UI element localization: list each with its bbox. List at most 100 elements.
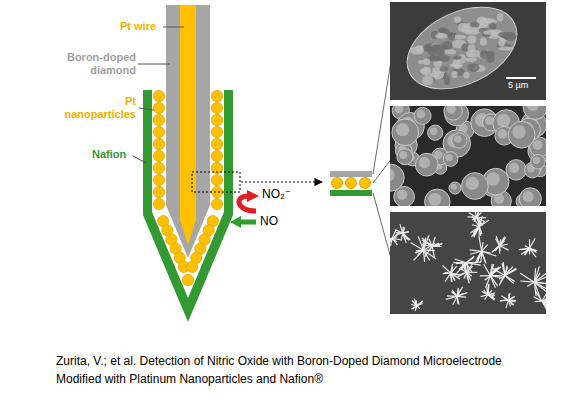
sem-spike bbox=[475, 251, 481, 263]
sem-rosette-core bbox=[512, 125, 525, 138]
sem-rosette-core bbox=[430, 127, 438, 135]
sem-rosette-core bbox=[428, 193, 441, 206]
sem-rosette-core bbox=[396, 123, 409, 136]
sem-facet bbox=[423, 58, 430, 65]
sem-spike bbox=[445, 273, 451, 281]
sem-rosette-core bbox=[527, 106, 539, 111]
sem-spike bbox=[445, 272, 451, 274]
sem-facet bbox=[480, 37, 487, 45]
sem-facet bbox=[421, 67, 431, 76]
pt-nanoparticle bbox=[211, 150, 222, 161]
sem-spike bbox=[520, 273, 534, 282]
sem-rosette bbox=[425, 189, 451, 206]
sem-spike bbox=[479, 237, 482, 252]
sem-facet bbox=[454, 16, 462, 23]
sem-spike bbox=[490, 275, 502, 276]
sem-spike bbox=[466, 263, 472, 272]
sem-spike bbox=[490, 264, 492, 276]
pt-wire bbox=[180, 5, 196, 220]
sem-spike bbox=[505, 276, 514, 284]
sem-spike bbox=[457, 288, 458, 296]
sem-spike bbox=[490, 276, 495, 288]
pt-nanoparticle bbox=[153, 102, 164, 113]
pt-nanoparticles bbox=[153, 90, 222, 285]
sem-facet bbox=[444, 75, 450, 85]
figure-caption: Zurita, V.; et al. Detection of Nitric O… bbox=[56, 352, 521, 388]
pt-nanoparticle bbox=[187, 261, 198, 272]
sem-spike bbox=[508, 294, 510, 301]
sem-spike bbox=[500, 246, 509, 251]
sem-spike bbox=[542, 301, 546, 310]
sem-spike bbox=[453, 262, 466, 263]
sem-spike bbox=[484, 264, 491, 276]
sem-spike bbox=[534, 282, 536, 296]
sem-spike bbox=[479, 220, 489, 227]
zoom-arrow bbox=[241, 181, 322, 182]
sem-rosette bbox=[428, 125, 443, 140]
pt-nanoparticle bbox=[153, 162, 164, 173]
sem-spike bbox=[500, 300, 509, 302]
inset-particle bbox=[360, 178, 371, 189]
sem-spike bbox=[413, 250, 423, 260]
sem-spike bbox=[442, 266, 450, 274]
sem-spike bbox=[521, 248, 529, 254]
inset-bdd bbox=[330, 171, 372, 177]
pt-nanoparticle bbox=[211, 138, 222, 149]
sem-spike bbox=[443, 273, 451, 275]
sem-facet bbox=[445, 49, 457, 54]
sem-spike bbox=[487, 284, 489, 294]
sem-rosette bbox=[506, 160, 526, 180]
sem-spike bbox=[485, 276, 490, 288]
sem-spike bbox=[503, 262, 505, 275]
sem-rosette bbox=[390, 164, 404, 191]
pt-nanoparticle bbox=[211, 126, 222, 137]
no-arrowhead bbox=[230, 216, 241, 228]
sem-facet bbox=[453, 55, 462, 59]
sem-spike bbox=[392, 233, 399, 238]
pt-nanoparticle bbox=[211, 114, 222, 125]
sem-spike bbox=[457, 296, 459, 304]
sem-spike bbox=[472, 227, 480, 237]
scale-bar bbox=[506, 77, 536, 79]
sem-rosette bbox=[531, 154, 546, 169]
sem-rosette bbox=[452, 133, 467, 148]
sem-spike bbox=[542, 289, 546, 302]
sem-spike bbox=[457, 293, 467, 297]
sem-rosette bbox=[414, 107, 431, 124]
sem-spike bbox=[470, 250, 482, 251]
sem-spike bbox=[432, 246, 434, 257]
pt-nanoparticle bbox=[153, 138, 164, 149]
sem-facet bbox=[454, 63, 460, 69]
pt-nanoparticle bbox=[211, 90, 222, 101]
sem-spike bbox=[490, 276, 502, 278]
sem-spike bbox=[418, 236, 423, 250]
sem-facet bbox=[486, 54, 494, 64]
sem-rosette-core bbox=[399, 151, 407, 159]
sem-spike bbox=[432, 245, 440, 247]
sem-rosette bbox=[415, 153, 438, 176]
sem-spike bbox=[446, 296, 457, 299]
pt-nanoparticle bbox=[153, 198, 164, 209]
sem-rosette bbox=[443, 152, 458, 167]
sem-spike bbox=[535, 291, 542, 301]
sem-spike bbox=[505, 267, 513, 276]
sem-facet bbox=[451, 71, 457, 78]
sem-spike bbox=[534, 282, 546, 292]
part-label: Pt wire bbox=[120, 20, 156, 33]
sem-spike bbox=[487, 287, 488, 294]
part-label: Pt nanoparticles bbox=[58, 95, 136, 121]
sem-rosette-core bbox=[445, 154, 452, 161]
sem-spike bbox=[451, 292, 457, 297]
sem-spike bbox=[451, 273, 452, 282]
pt-nanoparticle bbox=[153, 126, 164, 137]
nitrite-arrowhead bbox=[247, 190, 259, 202]
scale-label: 5 µm bbox=[508, 80, 528, 91]
sem-rosette bbox=[392, 119, 419, 146]
part-label: Nafion bbox=[92, 148, 126, 161]
sem-rosette bbox=[519, 188, 541, 206]
sem-spike bbox=[466, 256, 474, 262]
sem-spike bbox=[390, 238, 392, 243]
sem-rosette-core bbox=[451, 184, 457, 190]
pt-nanoparticle bbox=[153, 150, 164, 161]
sem-spike bbox=[432, 246, 442, 247]
